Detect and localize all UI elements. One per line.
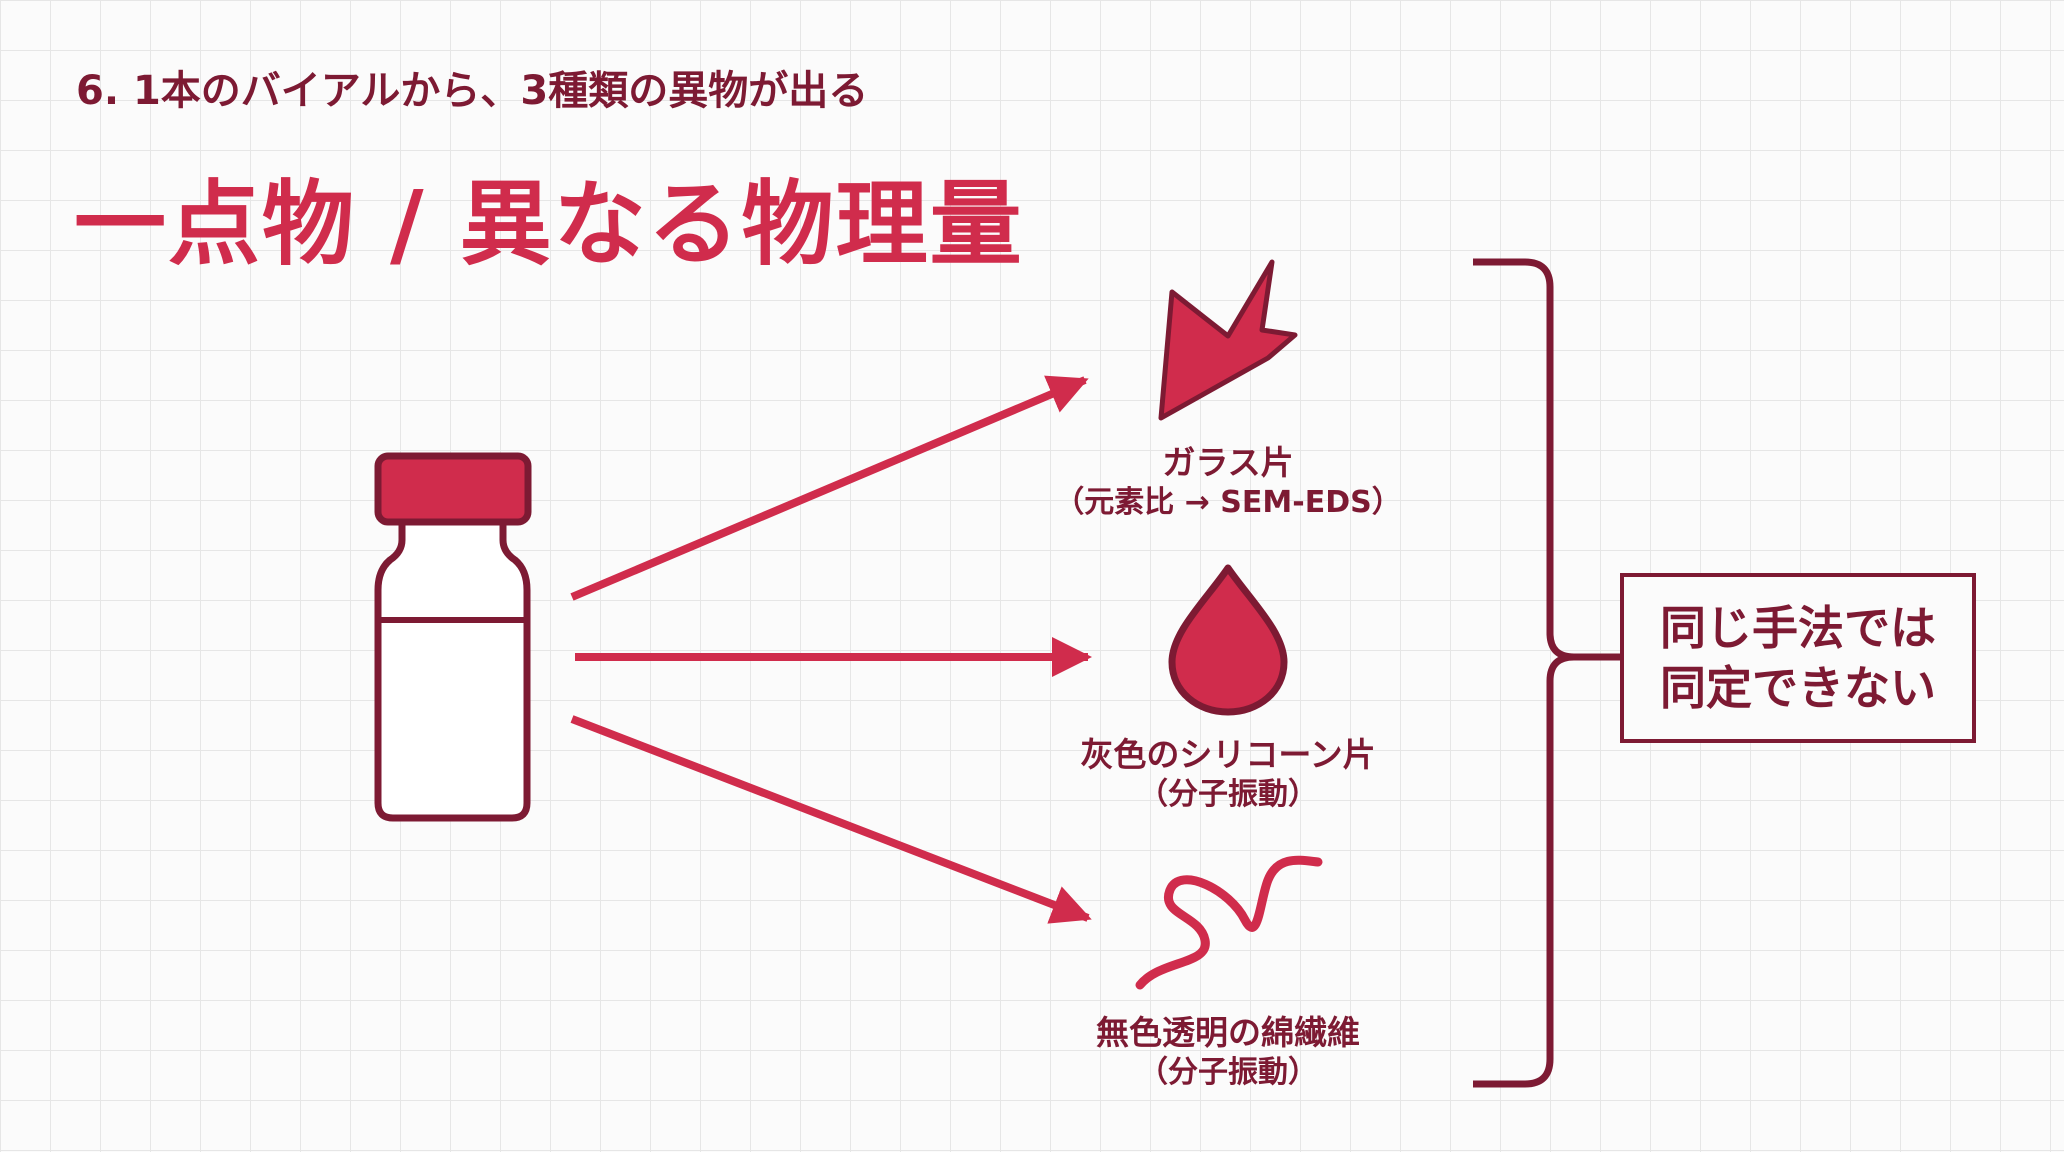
item-name: 無色透明の綿繊維 bbox=[1096, 1013, 1360, 1052]
page-title: 一点物 / 異なる物理量 bbox=[74, 171, 1024, 278]
item-method: （分子振動） bbox=[1138, 1055, 1318, 1090]
page-subtitle: 6. 1本のバイアルから、3種類の異物が出る bbox=[76, 68, 869, 114]
item-label-glass: ガラス片 （元素比 → SEM-EDS） bbox=[1054, 443, 1401, 523]
arrow-to-fiber bbox=[570, 715, 1092, 924]
arrow-to-glass bbox=[570, 375, 1089, 601]
arrows bbox=[570, 375, 1092, 924]
vial-icon bbox=[374, 452, 532, 822]
droplet-icon bbox=[1168, 564, 1288, 716]
conclusion-line-2: 同定できない bbox=[1660, 661, 1936, 715]
fiber-icon bbox=[1135, 855, 1323, 990]
grouping-bracket bbox=[1473, 258, 1622, 1088]
item-label-fiber: 無色透明の綿繊維 （分子振動） bbox=[1096, 1013, 1360, 1093]
item-method: （分子振動） bbox=[1137, 777, 1318, 812]
glass-shard-icon bbox=[1158, 259, 1298, 421]
conclusion-line-1: 同じ手法では bbox=[1660, 601, 1936, 655]
item-name: ガラス片 bbox=[1162, 443, 1294, 482]
item-label-silicone: 灰色のシリコーン片 （分子振動） bbox=[1080, 735, 1375, 815]
conclusion-box: 同じ手法では 同定できない bbox=[1620, 573, 1976, 743]
item-name: 灰色のシリコーン片 bbox=[1080, 735, 1376, 774]
item-method: （元素比 → SEM-EDS） bbox=[1054, 485, 1402, 520]
